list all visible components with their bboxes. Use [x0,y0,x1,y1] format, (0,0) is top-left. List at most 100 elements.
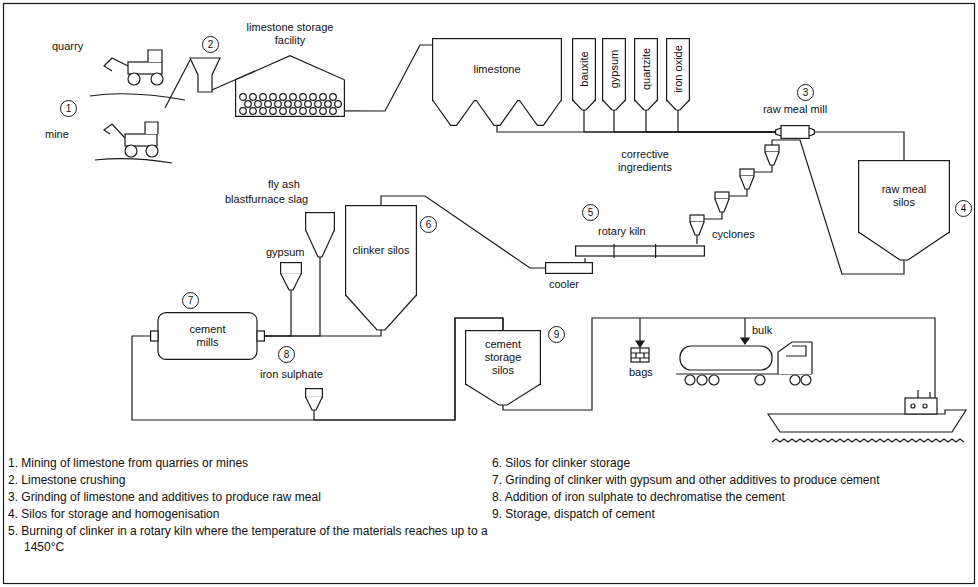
storage-facility-outline [250,108,257,115]
additive-hopper-outline [306,230,335,257]
limestone-silo-outline [432,38,562,126]
cyclones-outline [715,199,729,212]
callout-number: 1 [60,100,77,117]
additive-silo-outline [667,100,690,110]
rotary-kiln-outline [575,244,705,258]
node-label: raw meal silos [874,183,934,209]
cyclones-outline [704,212,722,219]
dispatch-line [744,318,745,340]
mine-loader [125,134,157,146]
node-label: raw meal mill [745,103,845,116]
clinker-silo: clinker silos [345,205,417,330]
bulk-truck [676,342,812,385]
dispatch-line [639,318,640,343]
storage-facility-outline [240,94,247,101]
cement-mill-outline [257,331,264,341]
node-label: cement storage silos [475,338,531,377]
additive-silo: bauxite [572,38,596,110]
bulk-truck [680,346,772,370]
additive-silo-outline [573,100,596,110]
storage-facility-outline [245,101,252,108]
additive-silo-outline [603,100,626,110]
bulk-truck [778,342,812,374]
quarry-ground [95,159,172,163]
place-label: mine [45,128,69,141]
storage-facility-outline [240,108,247,115]
cyclones-outline [740,176,754,189]
storage-facility-outline [260,108,267,115]
additive-silo-outline [635,39,658,101]
flow-line [265,257,320,336]
callout-number: 7 [182,292,199,309]
callout-number: 9 [548,326,565,343]
additive-hopper: fly ashblastfurnace slag [305,212,335,257]
storage-facility-outline [335,101,342,108]
storage-facility-outline [315,101,322,108]
node-label: cement mills [178,323,238,349]
legend-note: 9. Storage, dispatch of cement [492,506,978,522]
node-label: fly ash [268,178,300,191]
ship [911,404,915,408]
storage-facility-outline [236,56,345,117]
crusher [190,58,220,92]
bulk-truck [697,375,707,385]
quarry-loader [128,73,140,85]
mine-loader [104,122,158,157]
storage-facility-outline [330,94,337,101]
storage-facility-outline [305,101,312,108]
ship [918,390,930,398]
iron-sulphate-hopper: iron sulphate [305,388,323,410]
callout-number: 5 [582,204,599,221]
place-label: quarry [52,40,83,53]
storage-facility-outline [330,108,337,115]
cooler: cooler [545,262,593,274]
storage-facility-outline [250,94,257,101]
node-label: cooler [549,278,579,291]
cyclones-outline [690,215,704,222]
mine-loader [146,145,158,157]
frame [4,4,975,584]
bulk-truck [755,375,765,385]
dispatch-label: bags [629,366,653,379]
storage-facility-outline [270,94,277,101]
cement-storage-silo-outline [466,384,541,405]
rotary-kiln-outline [614,244,656,258]
dispatch-line [636,341,644,347]
gypsum-hopper: gypsum [280,262,302,290]
legend-note: 5. Burning of clinker in a rotary kiln w… [8,523,494,555]
additive-silo-outline [573,39,596,101]
bags-icon [631,348,649,362]
quarry-loader [104,58,128,71]
iron-sulphate-hopper-outline [306,397,323,410]
mine-loader [104,124,125,138]
callout-number: 2 [202,36,219,53]
node-label: quartzite [640,48,653,90]
storage-facility-outline [280,108,287,115]
ship [768,390,966,442]
quarry-loader [148,50,162,62]
rotary-kiln: rotary kiln [575,244,705,258]
storage-facility: limestone storage facility [235,55,345,117]
quarry-loader [128,62,162,74]
raw-meal-mill: raw meal mill [775,125,815,139]
legend-note: 6. Silos for clinker storage [492,455,978,471]
dispatch-line [503,318,935,410]
callout-number: 3 [797,84,814,101]
storage-facility-outline [310,94,317,101]
cement-storage-silo-outline [466,331,541,385]
cement-storage-silo: cement storage silos [465,330,541,405]
storage-facility-outline [280,94,287,101]
raw-meal-mill-outline [781,126,809,139]
gypsum-hopper-outline [281,273,302,290]
flow-line [614,110,775,132]
additive-silo: gypsum [602,38,626,110]
storage-facility-outline [320,108,327,115]
callout-number: 6 [420,216,437,233]
legend-note: 7. Grinding of clinker with gypsum and o… [492,472,978,488]
gypsum-hopper-outline [280,262,302,290]
node-label: iron oxide [672,45,685,93]
callout-number: 4 [955,200,972,217]
cyclones: cyclones [680,145,795,240]
limestone-silo-outline [433,100,475,125]
mine-loader [145,122,158,134]
